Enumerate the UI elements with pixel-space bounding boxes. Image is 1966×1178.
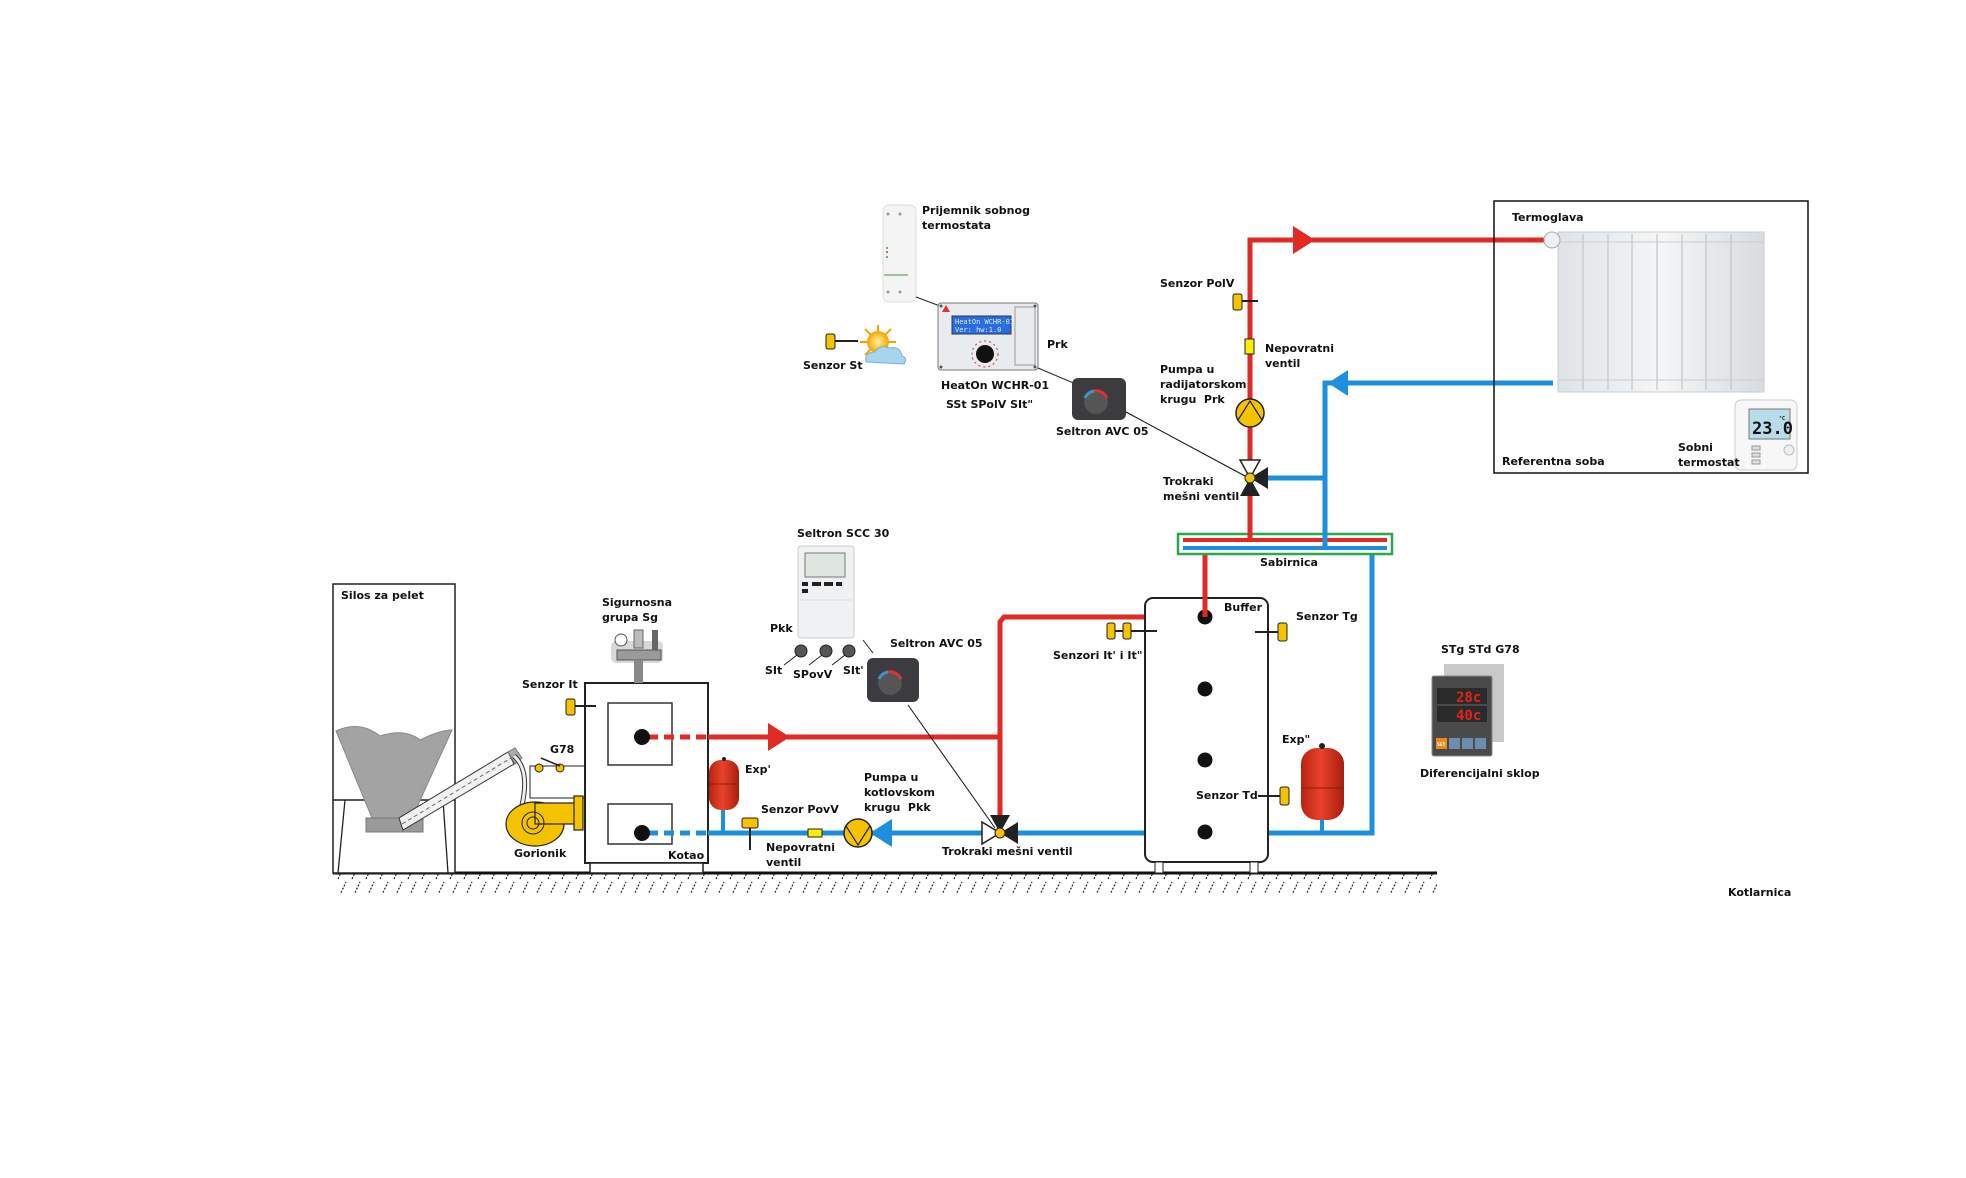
diff-display-bottom: 40c bbox=[1456, 708, 1481, 724]
label-diff-unit: Diferencijalni sklop bbox=[1420, 767, 1540, 780]
label-burner: Gorionik bbox=[514, 847, 567, 860]
label-exp1: Exp' bbox=[745, 763, 771, 776]
label-scc30: Seltron SCC 30 bbox=[797, 527, 890, 540]
label-heaton-sensors: SSt SPolV SIt" bbox=[946, 398, 1034, 411]
label-mixing-valve-radiator: Trokraki mešni ventil bbox=[1163, 475, 1240, 503]
heaton-lcd-line1: HeatOn WCHR-01 bbox=[955, 318, 1014, 326]
label-sensor-it: Senzor It bbox=[522, 678, 578, 691]
expansion-tank-2 bbox=[1301, 743, 1344, 820]
mixing-valve-boiler bbox=[981, 815, 1018, 846]
burner bbox=[505, 765, 591, 847]
label-pump-boiler: Pumpa u kotlovskom krugu Pkk bbox=[864, 771, 935, 814]
wire bbox=[862, 639, 874, 654]
label-silo: Silos za pelet bbox=[341, 589, 424, 602]
pump-boiler-circuit bbox=[843, 818, 873, 848]
boiler-supply-port bbox=[634, 729, 650, 745]
label-thermo-head: Termoglava bbox=[1512, 211, 1584, 224]
thermostat-receiver bbox=[882, 204, 917, 303]
radiator bbox=[1557, 231, 1765, 393]
label-reference-room: Referentna soba bbox=[1502, 455, 1605, 468]
flow-arrow-icon bbox=[870, 819, 892, 847]
buffer-tank bbox=[1144, 597, 1269, 874]
actuator-avc05-boiler bbox=[867, 658, 919, 702]
label-check-valve-boiler: Nepovratni ventil bbox=[766, 841, 835, 869]
controller-scc30 bbox=[797, 545, 855, 639]
label-sensor-polv: Senzor PolV bbox=[1160, 277, 1235, 290]
g78-switch bbox=[534, 757, 565, 773]
flow-arrow-icon bbox=[1328, 370, 1348, 396]
label-mixing-valve-boiler: Trokraki mešni ventil bbox=[942, 845, 1073, 858]
label-g78: G78 bbox=[550, 743, 575, 756]
label-sensor-st: Senzor St bbox=[803, 359, 863, 372]
label-sensors-it1-it2: Senzori It' i It" bbox=[1053, 649, 1143, 662]
actuator-avc05-radiator bbox=[1072, 378, 1126, 420]
flow-arrow-icon bbox=[768, 723, 790, 751]
expansion-tank-1 bbox=[709, 757, 739, 810]
label-avc-boiler: Seltron AVC 05 bbox=[890, 637, 983, 650]
label-receiver: Prijemnik sobnog termostata bbox=[922, 204, 1030, 232]
room-thermostat bbox=[1734, 399, 1798, 471]
outdoor-sensor-st bbox=[825, 333, 858, 350]
boiler-return-port bbox=[634, 825, 650, 841]
diff-set-button: SET bbox=[1437, 742, 1446, 747]
label-boiler-room: Kotlarnica bbox=[1728, 886, 1792, 899]
label-avc-radiator: Seltron AVC 05 bbox=[1056, 425, 1149, 438]
mixing-valve-radiator bbox=[1238, 459, 1268, 496]
wire bbox=[1125, 411, 1246, 477]
sensor-it bbox=[565, 698, 596, 716]
manifold bbox=[1176, 532, 1394, 556]
label-diff-inputs: STg STd G78 bbox=[1441, 643, 1520, 656]
thermostatic-head bbox=[1543, 231, 1561, 249]
sensor-td bbox=[1258, 786, 1290, 806]
sensor-povv bbox=[741, 817, 759, 850]
reference-room bbox=[1493, 200, 1809, 474]
differential-controller bbox=[1431, 664, 1504, 757]
label-room-thermostat: Sobni termostat bbox=[1678, 441, 1740, 469]
pellet-auger bbox=[398, 747, 528, 831]
radiator-return-pipe bbox=[1268, 370, 1553, 548]
scc30-sensor-sit bbox=[783, 644, 808, 666]
boiler-supply-pipe bbox=[648, 614, 1205, 820]
label-prk: Prk bbox=[1047, 338, 1068, 351]
label-boiler: Kotao bbox=[668, 849, 705, 862]
label-sensor-povv: Senzor PovV bbox=[761, 803, 839, 816]
safety-group bbox=[611, 629, 663, 683]
label-pkk: Pkk bbox=[770, 622, 793, 635]
diff-display-top: 28c bbox=[1456, 690, 1481, 706]
weather-sun-cloud-icon bbox=[860, 325, 907, 365]
check-valve-boiler bbox=[807, 828, 823, 838]
label-safety-group: Sigurnosna grupa Sg bbox=[602, 596, 673, 624]
sensor-tg bbox=[1255, 622, 1288, 642]
wire bbox=[915, 296, 941, 307]
label-sensor-tg: Senzor Tg bbox=[1296, 610, 1358, 623]
label-heaton: HeatOn WCHR-01 bbox=[941, 379, 1050, 392]
wire bbox=[907, 704, 996, 829]
sensors-it1-it2 bbox=[1106, 622, 1157, 640]
label-sit: SIt bbox=[765, 664, 783, 677]
scc30-sensor-sit1 bbox=[831, 644, 856, 666]
room-thermostat-temp: 23.0 bbox=[1752, 419, 1793, 439]
floor bbox=[333, 871, 1437, 894]
room-thermostat-unit: °C bbox=[1779, 416, 1785, 422]
heaton-lcd-line2: Ver: hw:1.0 bbox=[955, 326, 1001, 334]
label-sensor-td: Senzor Td bbox=[1196, 789, 1258, 802]
sensor-polv bbox=[1232, 293, 1258, 311]
label-exp2: Exp" bbox=[1282, 733, 1311, 746]
label-check-valve-radiator: Nepovratni ventil bbox=[1265, 342, 1334, 370]
radiator-supply-pipe bbox=[1247, 226, 1553, 540]
heaton-controller bbox=[937, 302, 1039, 371]
label-manifold: Sabirnica bbox=[1260, 556, 1318, 569]
boiler bbox=[584, 682, 709, 874]
pump-radiator-circuit bbox=[1235, 398, 1265, 428]
label-pump-radiator: Pumpa u radijatorskom krugu Prk bbox=[1160, 363, 1247, 406]
flow-arrow-icon bbox=[1293, 226, 1315, 254]
scc30-sensor-spovv bbox=[808, 644, 833, 666]
pellet-silo bbox=[332, 583, 456, 874]
label-buffer: Buffer bbox=[1224, 601, 1263, 614]
label-spovv: SPovV bbox=[793, 668, 833, 681]
label-sit1: SIt' bbox=[843, 664, 864, 677]
check-valve-radiator bbox=[1244, 338, 1255, 355]
